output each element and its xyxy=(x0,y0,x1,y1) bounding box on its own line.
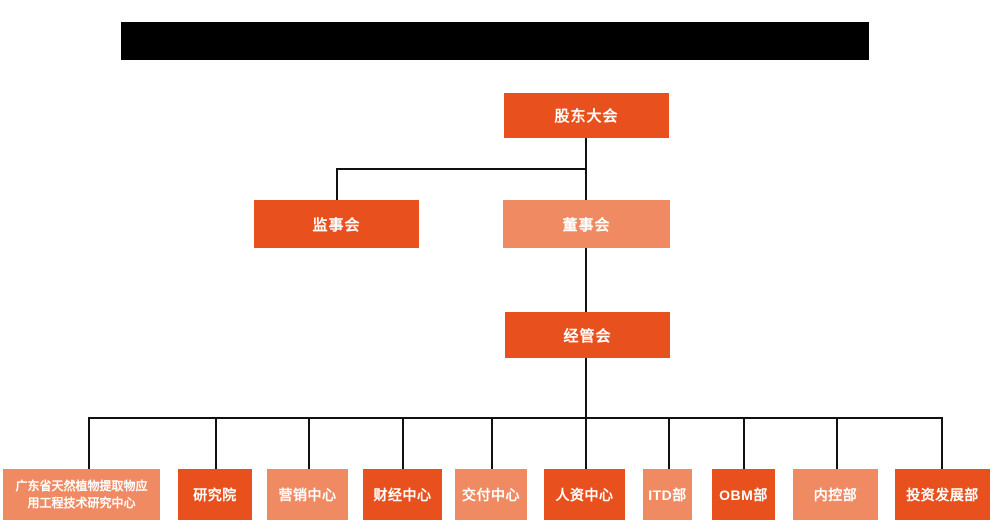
node-label: 监事会 xyxy=(312,216,361,234)
node-label: 股东大会 xyxy=(554,108,619,125)
connector-line xyxy=(585,247,587,313)
node-label: 研究院 xyxy=(193,486,237,503)
connector-line xyxy=(743,417,745,470)
connector-line xyxy=(402,417,404,470)
node-label: 投资发展部 xyxy=(906,486,979,503)
redacted-title-bar xyxy=(121,22,869,60)
connector-line xyxy=(668,417,670,470)
node-internal-control-dept: 内控部 xyxy=(793,469,878,520)
node-label: 广东省天然植物提取物应用工程技术研究中心 xyxy=(15,478,148,510)
node-delivery-center: 交付中心 xyxy=(455,469,527,520)
node-finance-center: 财经中心 xyxy=(363,469,442,520)
node-marketing-center: 营销中心 xyxy=(267,469,348,520)
node-shareholders-meeting: 股东大会 xyxy=(504,93,669,138)
node-board-of-directors: 董事会 xyxy=(503,200,670,248)
node-investment-development-dept: 投资发展部 xyxy=(895,469,990,520)
node-label: OBM部 xyxy=(719,486,768,503)
connector-line xyxy=(88,417,943,419)
connector-line xyxy=(585,138,587,169)
node-itd-dept: ITD部 xyxy=(643,469,692,520)
connector-line xyxy=(585,168,587,201)
node-gd-plant-extract-research-center: 广东省天然植物提取物应用工程技术研究中心 xyxy=(3,469,160,520)
node-management-committee: 经管会 xyxy=(505,312,670,358)
connector-line xyxy=(585,357,587,418)
connector-line xyxy=(836,417,838,470)
node-label: 营销中心 xyxy=(278,486,337,503)
node-label: ITD部 xyxy=(648,486,687,503)
node-label: 董事会 xyxy=(562,216,611,234)
node-label: 人资中心 xyxy=(555,486,614,503)
node-supervisory-board: 监事会 xyxy=(254,200,419,248)
connector-line xyxy=(585,417,587,470)
connector-line xyxy=(336,168,338,201)
connector-line xyxy=(336,168,587,170)
node-label: 经管会 xyxy=(563,327,612,345)
connector-line xyxy=(215,417,217,470)
connector-line xyxy=(941,417,943,470)
node-hr-center: 人资中心 xyxy=(544,469,625,520)
connector-line xyxy=(491,417,493,470)
node-label: 内控部 xyxy=(813,486,858,503)
node-research-institute: 研究院 xyxy=(178,469,252,520)
node-label: 财经中心 xyxy=(373,486,432,503)
node-label: 交付中心 xyxy=(462,486,520,503)
node-obm-dept: OBM部 xyxy=(712,469,775,520)
connector-line xyxy=(88,417,90,470)
connector-line xyxy=(308,417,310,470)
